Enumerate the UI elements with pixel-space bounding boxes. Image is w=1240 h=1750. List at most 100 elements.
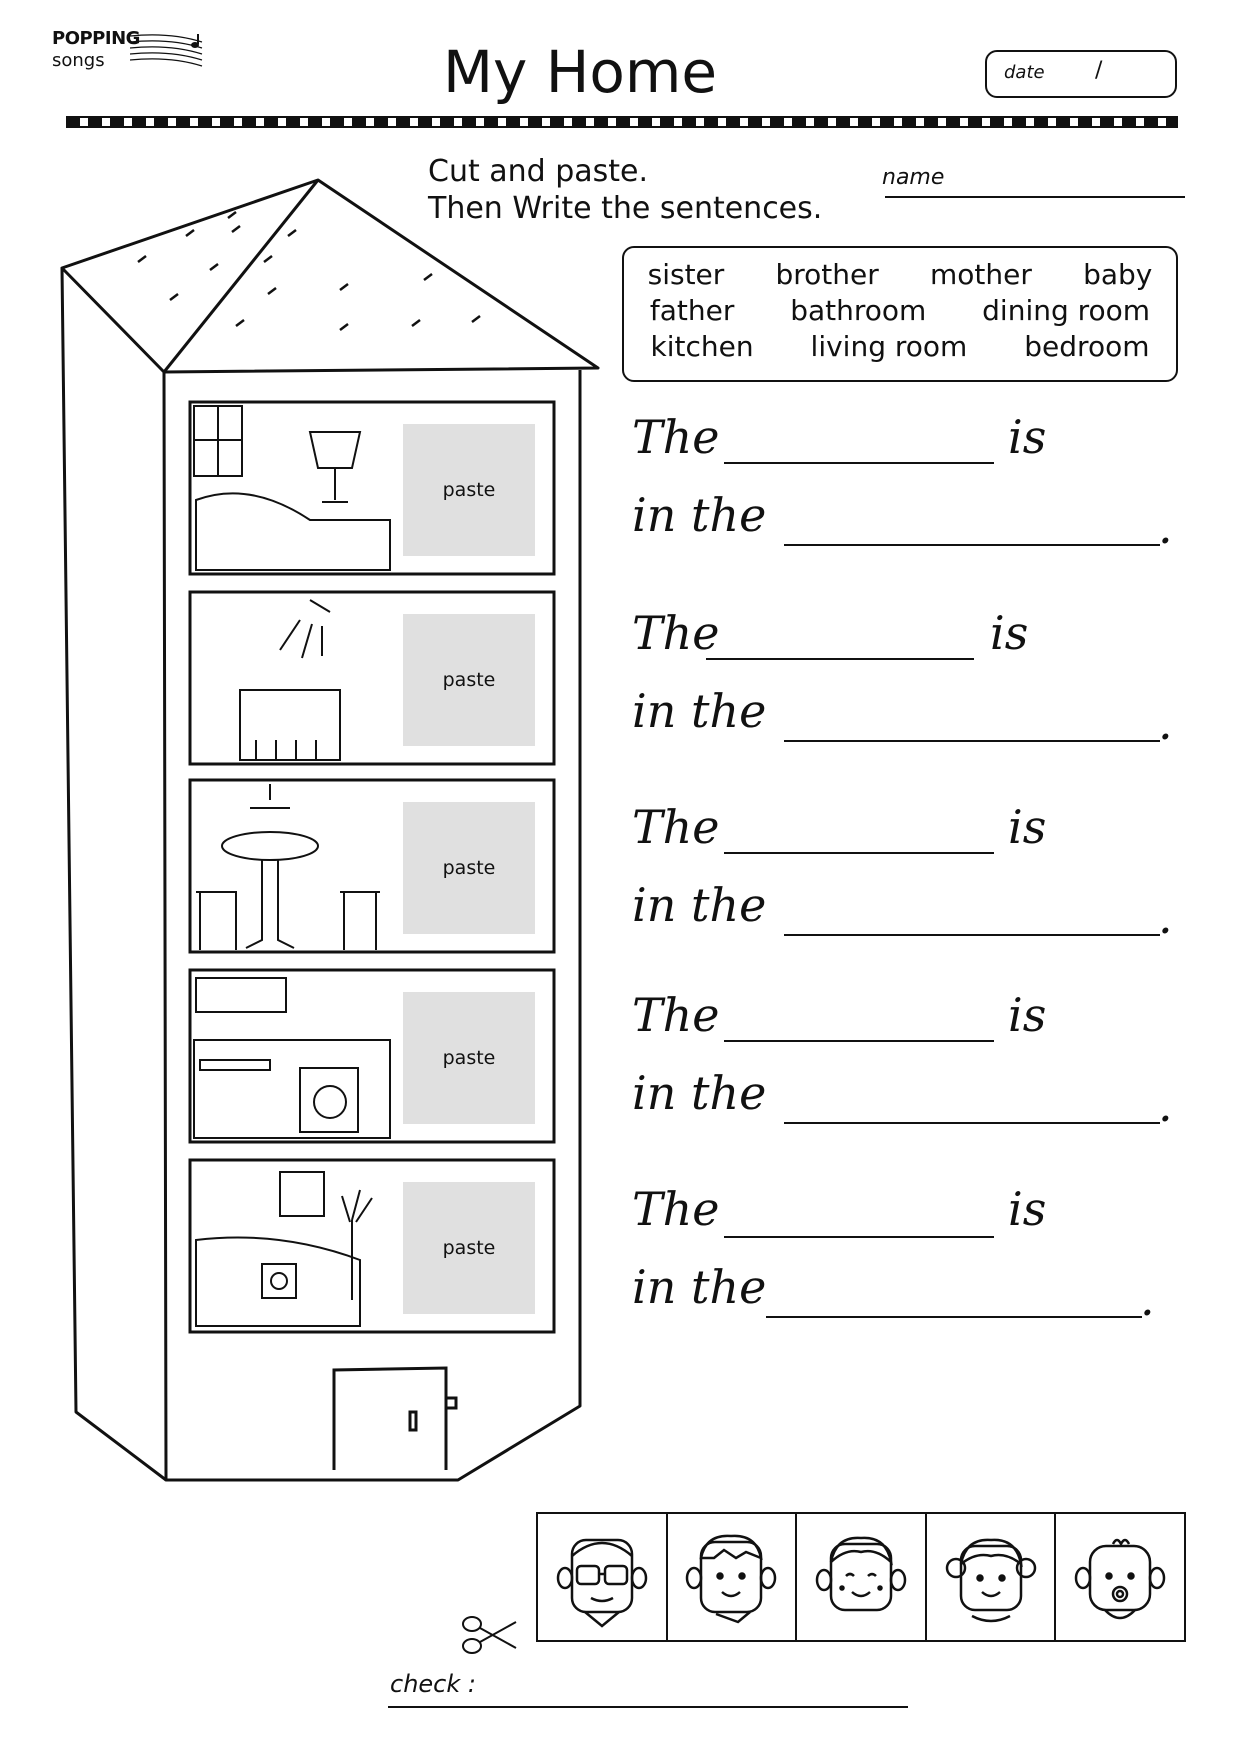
sentence-4-is: is (1008, 988, 1047, 1042)
wall-picture (279, 1171, 325, 1217)
checkered-divider (66, 116, 1178, 128)
room-frame-dining (188, 778, 556, 954)
word-mother: mother (929, 258, 1032, 291)
face-brother[interactable] (668, 1514, 798, 1640)
room-frame-bedroom (188, 400, 556, 576)
sister-face-icon (945, 1538, 1036, 1623)
sentence-2-the: The (632, 606, 720, 660)
roof-tiles (137, 211, 481, 331)
name-field[interactable] (885, 196, 1185, 198)
sentence-2-period: . (1158, 696, 1173, 750)
face-father[interactable] (538, 1514, 668, 1640)
music-staff-icon (130, 34, 203, 67)
washing-machine (299, 1067, 359, 1133)
word-sister: sister (647, 258, 725, 291)
word-bank-row-1: sister brother mother baby (622, 258, 1178, 291)
mother-face-icon (815, 1536, 907, 1612)
sentence-5-the: The (632, 1182, 720, 1236)
sentence-4-in-the: in the (632, 1066, 767, 1120)
sentence-4-period: . (1158, 1078, 1173, 1132)
face-sister[interactable] (927, 1514, 1057, 1640)
sentence-1-in-the: in the (632, 488, 767, 542)
sentence-5-person-blank[interactable] (724, 1236, 994, 1238)
father-face-icon (556, 1538, 648, 1628)
dining-table (221, 831, 319, 861)
paste-box-bedroom[interactable]: paste (403, 424, 535, 556)
room-frame-living (188, 1158, 556, 1334)
roof (60, 178, 600, 374)
sentence-2-in-the: in the (632, 684, 767, 738)
page-title: My Home (442, 38, 718, 106)
sink (199, 1059, 271, 1071)
word-kitchen: kitchen (650, 330, 754, 363)
room-frame-bathroom (188, 590, 556, 766)
check-field[interactable] (388, 1706, 908, 1708)
logo-songs: songs (52, 50, 105, 71)
chair-left (196, 891, 237, 950)
date-field[interactable] (985, 50, 1177, 98)
dining-lamp (250, 784, 290, 809)
paste-box-kitchen[interactable]: paste (403, 992, 535, 1124)
front-door (332, 1366, 458, 1470)
paste-box-dining[interactable]: paste (403, 802, 535, 934)
sentence-3-period: . (1158, 890, 1173, 944)
instructions: Cut and paste. Then Write the sentences. (428, 153, 822, 227)
sentence-1-the: The (632, 410, 720, 464)
date-separator: / (1095, 58, 1103, 83)
bathtub (239, 689, 341, 761)
sentence-1-person-blank[interactable] (724, 462, 994, 464)
sentence-1-period: . (1158, 500, 1173, 554)
word-father: father (649, 294, 735, 327)
word-living-room: living room (810, 330, 968, 363)
cutout-faces-row (536, 1512, 1186, 1642)
sentence-3-room-blank[interactable] (784, 934, 1160, 936)
sentence-5-period: . (1140, 1272, 1155, 1326)
name-label: name (882, 165, 945, 190)
instruction-line-2: Then Write the sentences. (428, 191, 823, 226)
sentence-4-the: The (632, 988, 720, 1042)
face-mother[interactable] (797, 1514, 927, 1640)
brother-face-icon (686, 1534, 777, 1624)
sentence-5-is: is (1008, 1182, 1047, 1236)
sentence-2-person-blank[interactable] (706, 658, 974, 660)
sentence-1-room-blank[interactable] (784, 544, 1160, 546)
word-bedroom: bedroom (1024, 330, 1150, 363)
kitchen-counter (193, 1039, 391, 1139)
sentence-5-room-blank[interactable] (766, 1316, 1142, 1318)
word-bathroom: bathroom (790, 294, 927, 327)
word-brother: brother (775, 258, 879, 291)
instruction-line-1: Cut and paste. (428, 154, 649, 189)
cushion (261, 1263, 297, 1299)
word-bank-row-2: father bathroom dining room (622, 294, 1178, 327)
sentence-3-person-blank[interactable] (724, 852, 994, 854)
date-label: date (1004, 62, 1045, 83)
word-dining-room: dining room (982, 294, 1151, 327)
face-baby[interactable] (1056, 1514, 1184, 1640)
shower-head (309, 599, 331, 613)
sentence-3-the: The (632, 800, 720, 854)
house-illustration (60, 178, 600, 1482)
sentence-3-is: is (1008, 800, 1047, 854)
sentence-1-is: is (1008, 410, 1047, 464)
sentence-3-in-the: in the (632, 878, 767, 932)
room-frame-kitchen (188, 968, 556, 1144)
check-label: check : (390, 1670, 476, 1698)
sentence-4-room-blank[interactable] (784, 1122, 1160, 1124)
sofa (195, 1236, 361, 1327)
baby-face-icon (1074, 1538, 1166, 1620)
chair-right (340, 891, 380, 950)
sentence-5-in-the: in the (632, 1260, 767, 1314)
word-baby: baby (1083, 258, 1153, 291)
towels (195, 977, 287, 1013)
word-bank-row-3: kitchen living room bedroom (622, 330, 1178, 363)
plant (341, 1189, 373, 1300)
lamp (308, 431, 362, 469)
sentence-2-is: is (990, 606, 1029, 660)
sentence-4-person-blank[interactable] (724, 1040, 994, 1042)
paste-box-bathroom[interactable]: paste (403, 614, 535, 746)
logo-popping: POPPING (52, 28, 140, 49)
bed (195, 492, 391, 571)
paste-box-living[interactable]: paste (403, 1182, 535, 1314)
scissors-icon (462, 1616, 517, 1654)
sentence-2-room-blank[interactable] (784, 740, 1160, 742)
